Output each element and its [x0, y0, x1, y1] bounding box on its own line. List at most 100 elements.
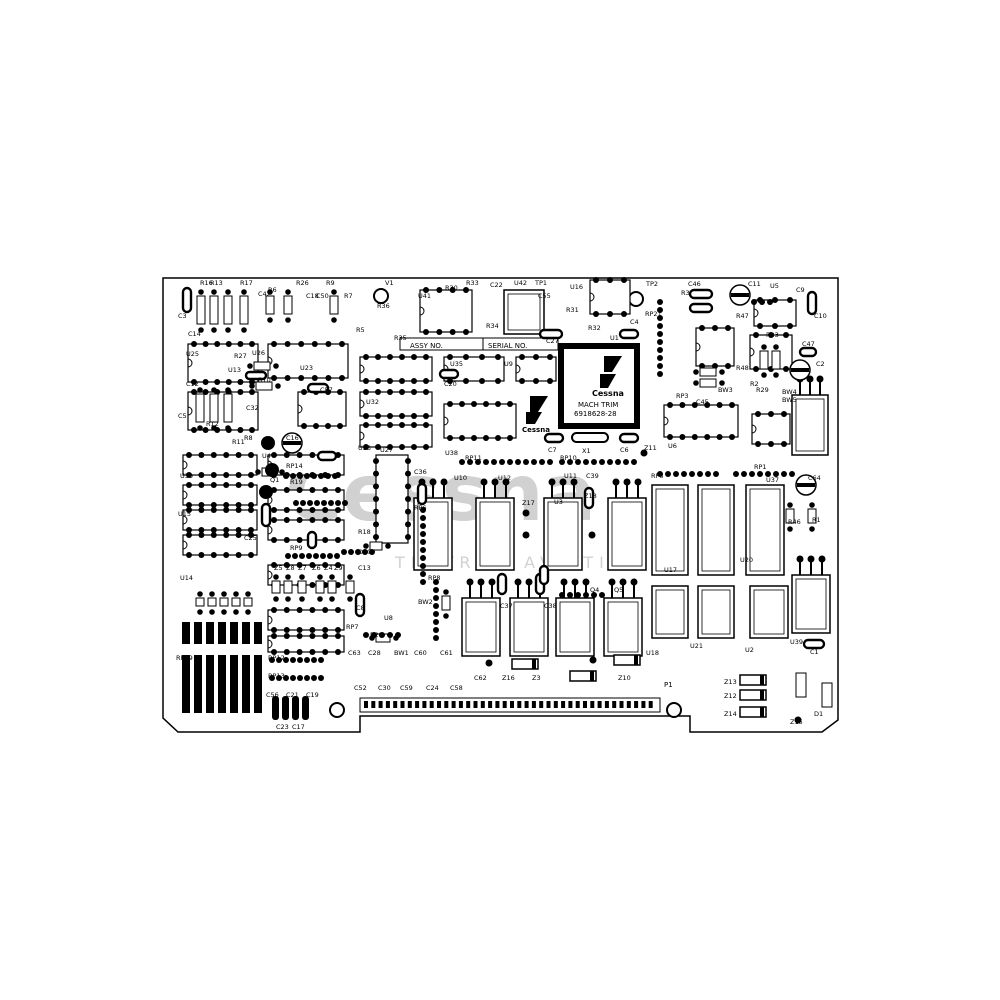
- ic-notch: [182, 515, 188, 525]
- reference-designator: R8: [244, 434, 253, 442]
- chip-logo-brand: Cessna: [592, 389, 624, 398]
- module-pad: [560, 578, 568, 586]
- reference-designator: U21: [690, 642, 703, 650]
- ic-pin: [237, 427, 244, 433]
- pad: [276, 657, 282, 663]
- ic-pin: [387, 413, 393, 419]
- pad: [332, 473, 338, 479]
- pad: [591, 459, 597, 465]
- ic-pin: [186, 532, 192, 538]
- ic-pin: [463, 354, 469, 360]
- reference-designator: C58: [450, 684, 463, 692]
- resistor-body: [329, 295, 339, 315]
- ic-pin: [363, 422, 369, 428]
- reference-designator: R36: [377, 302, 390, 310]
- ic-pin: [214, 341, 221, 347]
- reference-designator: RP19: [176, 654, 193, 662]
- ic-pin: [399, 389, 405, 395]
- pad: [420, 547, 426, 553]
- ic-pin: [787, 323, 793, 329]
- ic-dip-package: [359, 356, 433, 382]
- connector-pin: [385, 701, 390, 708]
- pad: [363, 632, 369, 638]
- connector-pin: [473, 701, 478, 708]
- connector-pin: [510, 701, 514, 708]
- connector-pin: [364, 701, 368, 708]
- pad: [420, 531, 426, 537]
- ic-pin: [387, 422, 393, 428]
- reference-designator: C1: [810, 648, 819, 656]
- pad: [759, 299, 765, 305]
- resistor-column: [218, 622, 226, 644]
- pad: [420, 563, 426, 569]
- diode: [569, 670, 597, 682]
- reference-designator: Z5: [274, 564, 283, 572]
- reference-designator: R9: [326, 279, 335, 287]
- reference-designator: U4: [262, 452, 271, 460]
- module-inner: [513, 601, 545, 653]
- ic-pin: [271, 517, 277, 523]
- pad: [420, 539, 426, 545]
- resistor-body: [207, 597, 217, 607]
- ic-notch: [359, 364, 365, 374]
- resistor-pad: [249, 383, 255, 389]
- reference-designator: U25: [186, 350, 199, 358]
- connector-pin: [575, 701, 580, 708]
- ic-pin: [479, 378, 485, 384]
- test-point: [589, 656, 597, 664]
- resistor-pad: [233, 609, 239, 615]
- ic-pin: [399, 413, 405, 419]
- pad: [483, 459, 489, 465]
- ic-pin: [783, 332, 789, 338]
- reference-designator: R19: [290, 478, 303, 486]
- pad: [657, 315, 663, 321]
- ic-pin: [214, 379, 221, 385]
- reference-designator: C39: [586, 472, 599, 480]
- reference-designator: C24: [426, 684, 439, 692]
- pad: [420, 579, 426, 585]
- ic-pin: [483, 435, 489, 441]
- connector-label: P1: [664, 681, 673, 689]
- ic-pin: [373, 508, 379, 515]
- ic-pin: [223, 552, 230, 558]
- resistor-body: [223, 393, 233, 423]
- ic-pin: [449, 329, 456, 335]
- reference-designator: D10: [358, 548, 371, 556]
- pad: [335, 500, 341, 506]
- reference-designator: R34: [486, 322, 499, 330]
- ic-pin: [296, 537, 303, 543]
- pad: [657, 323, 663, 329]
- pad: [293, 500, 299, 506]
- ic-dip-package: [182, 484, 258, 506]
- ic-pin: [322, 507, 329, 513]
- ic-pin: [363, 413, 369, 419]
- pad: [757, 471, 763, 477]
- module-inner: [417, 501, 449, 567]
- ic-pin: [237, 341, 244, 347]
- reference-designator: C63: [348, 649, 361, 657]
- ic-pin: [463, 329, 469, 335]
- ic-pin: [335, 507, 341, 513]
- pad: [459, 459, 465, 465]
- reference-designator: Z6: [312, 564, 321, 572]
- ic-pin: [223, 507, 230, 513]
- reference-designator: C3: [178, 312, 187, 320]
- connector-pin: [531, 701, 536, 708]
- ic-pin: [471, 401, 477, 407]
- ic-pin: [423, 329, 429, 335]
- reference-designator: Z18: [584, 492, 597, 500]
- module-inner: [749, 488, 781, 572]
- diode-band: [634, 655, 638, 665]
- reference-designator: RP3: [676, 392, 689, 400]
- ic-dip-package: [695, 327, 735, 367]
- reference-designator: Z16: [502, 674, 515, 682]
- ic-dip-package: [359, 424, 433, 448]
- pad: [559, 592, 565, 598]
- pad: [507, 459, 513, 465]
- test-point: [522, 509, 530, 517]
- ic-dip-package: [267, 635, 345, 653]
- reference-designator: U14: [180, 574, 193, 582]
- reference-designator: C6: [620, 446, 629, 454]
- ic-pin: [210, 532, 217, 538]
- resistor-pad: [233, 591, 239, 597]
